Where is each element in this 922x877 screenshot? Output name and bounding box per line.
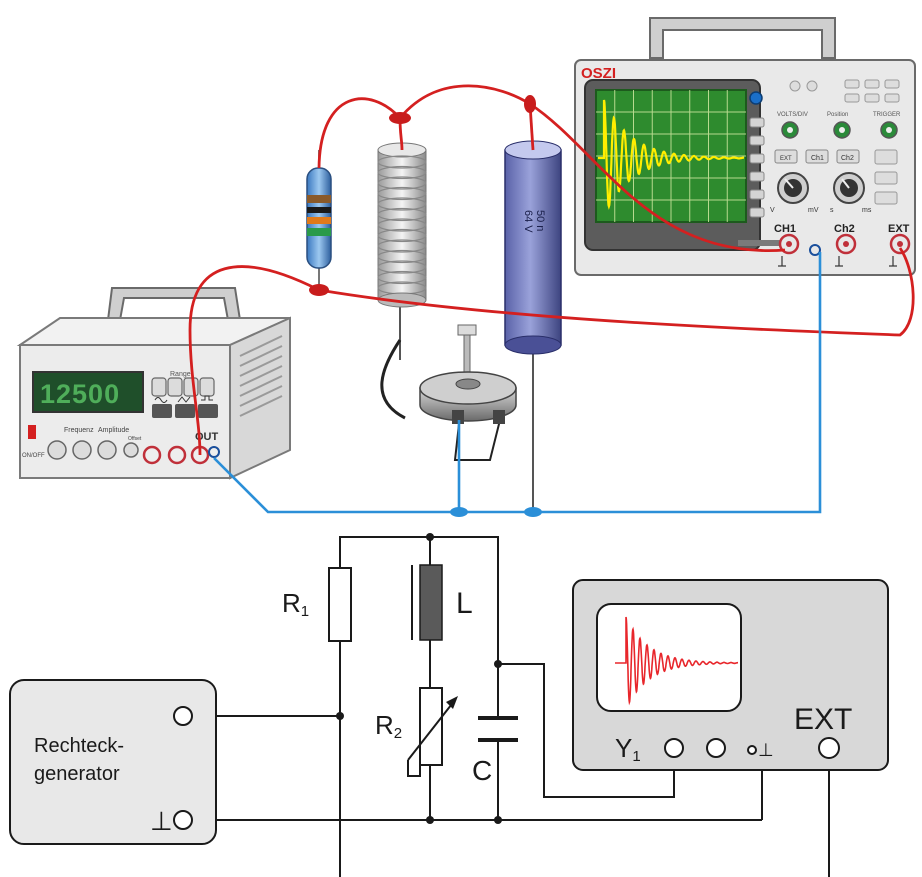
resistor-component [306,150,332,290]
generator-output-terminal-icon [173,706,193,726]
triangle-button-icon[interactable] [175,404,195,418]
inductor-symbol [419,564,443,641]
power-label: ON/OFF [22,453,45,459]
ch1-button-label: Ch1 [811,155,824,162]
generator-title-line2: generator [34,763,120,785]
y2-terminal-icon [706,738,726,758]
r2-label: R2 [375,710,402,742]
oscilloscope-input-jacks [778,233,911,256]
r2-resistor-symbol [419,687,443,766]
ch2-input-label: Ch2 [834,223,855,235]
r1-label: R1 [282,588,309,620]
output-ground-jack-icon[interactable] [208,446,220,458]
oscilloscope-large-knobs [777,172,865,204]
amplitude-label: Amplitude [98,427,129,434]
unit-s: s [830,207,834,214]
out-label: OUT [195,431,219,443]
capacitor-rating-1: 50 n [534,210,546,231]
unit-mv: mV [808,207,819,214]
potentiometer-component [419,324,517,461]
knob-label-2: Position [827,112,848,118]
frequency-label: Frequenz [64,427,94,434]
frequency-coarse-knob-icon[interactable] [47,440,67,460]
blue-junctions [450,507,542,517]
generator-title-line1: Rechteck- [34,735,124,757]
ext-input-label: EXT [888,223,910,235]
oscilloscope-trace [598,99,744,210]
capacitor-label: C [472,755,492,786]
oscilloscope-device: OSZI VOLTS/DIV Position TRIGGER EXT Ch1 … [574,17,916,276]
offset-knob-icon[interactable] [123,442,139,458]
coil-component [377,142,427,420]
range-label: Range [170,371,191,378]
scope-ground-terminal-icon [747,745,757,755]
jack-ground-symbols [778,256,897,267]
ch2-button-label: Ch2 [841,155,854,162]
generator-vents [239,335,283,417]
output-jack-2-icon[interactable] [167,445,187,465]
generator-handle [106,287,242,321]
generator-display-value: 12500 [40,379,120,409]
scope-trace [615,616,738,706]
blue-wires [213,252,822,514]
power-switch-icon[interactable] [28,425,36,439]
sine-button-icon[interactable] [152,404,172,418]
oscilloscope-slot [738,240,788,246]
y1-terminal-icon [664,738,684,758]
ext-label: EXT [794,703,852,736]
generator-display [32,371,144,413]
amplitude-knob-icon[interactable] [97,440,117,460]
capacitor-plate-bottom [478,738,518,742]
generator-side [229,316,291,480]
waveform-buttons [152,395,218,418]
generator-ground-terminal-icon [173,810,193,830]
function-generator-device: 12500 Range Frequenz Amplitude Offset ON… [16,287,291,480]
power-indicator-icon [749,91,763,105]
frequency-fine-knob-icon[interactable] [72,440,92,460]
ext-button-label: EXT [780,156,792,162]
generator-knobs [47,440,139,460]
ch2-button[interactable] [836,149,860,164]
unit-v: V [770,207,775,214]
ground-jack-icon[interactable] [809,244,821,256]
r2-arrow-head-icon [446,696,458,709]
y1-label: Y1 [615,733,641,765]
r2-variable-arrow [407,699,456,761]
oscilloscope-handle [649,17,836,59]
oscilloscope-brand: OSZI [581,65,616,82]
generator-box [9,679,217,845]
output-jack-1-icon[interactable] [142,445,162,465]
ch1-input-label: CH1 [774,223,796,235]
r1-resistor-symbol [328,567,352,642]
offset-label: Offset [128,436,142,442]
knob-label-1: VOLTS/DIV [777,112,808,118]
unit-ms: ms [862,207,872,214]
oscilloscope-small-knobs [781,121,898,139]
scope-ground-symbol: ⊥ [758,740,774,760]
ch1-button[interactable] [805,149,829,164]
inductor-label: L [456,587,473,620]
oscilloscope-side-buttons [749,117,765,218]
oscilloscope-top-buttons [789,79,900,205]
capacitor-plate-top [478,716,518,720]
wire-junctions [309,95,536,296]
generator-ground-symbol: ⊥ [150,806,173,836]
ext-terminal-icon [818,737,840,759]
schematic-junctions [336,533,502,824]
capacitor-component: 50 n 64 V [504,140,562,512]
capacitor-rating-2: 64 V [522,210,534,233]
square-button-icon[interactable] [198,404,218,418]
knob-label-3: TRIGGER [873,112,901,118]
ext-button[interactable] [774,149,798,164]
range-buttons [151,377,215,397]
